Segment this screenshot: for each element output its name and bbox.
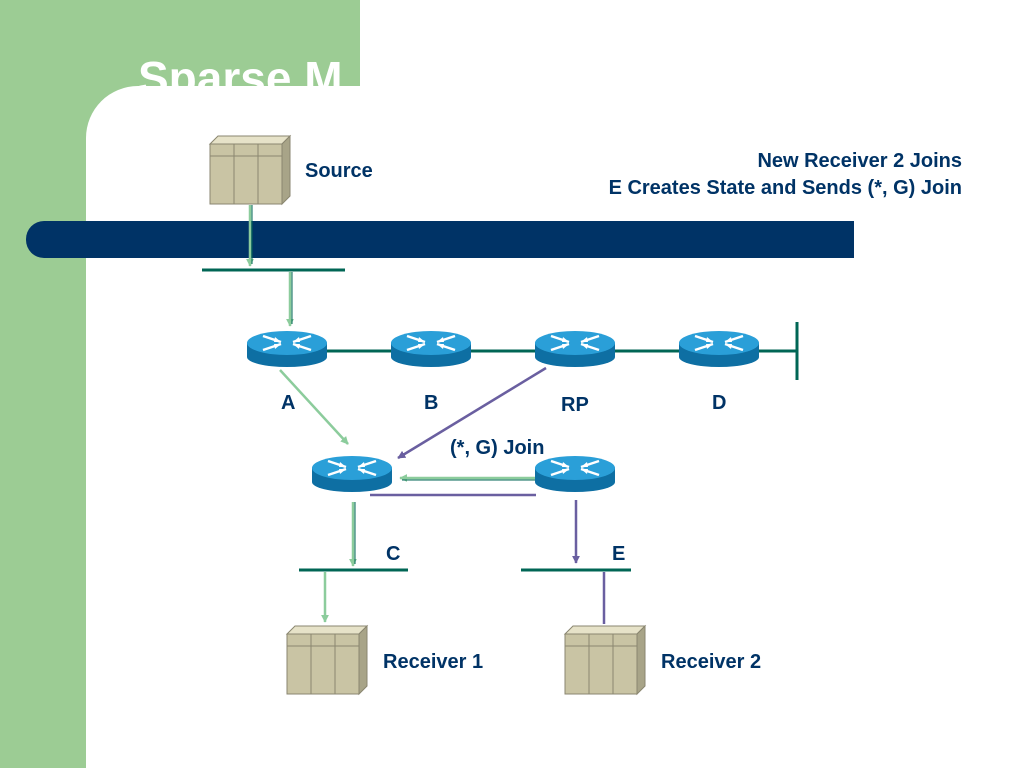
router-rp-label: RP [561, 394, 589, 416]
router-c-icon [310, 454, 394, 494]
slide-headline: New Receiver 2 Joins E Creates State and… [609, 148, 962, 202]
router-d-icon [677, 329, 761, 369]
headline-line-2: E Creates State and Sends (*, G) Join [608, 177, 962, 199]
receiver1-server-icon [286, 625, 368, 695]
router-d-label: D [712, 392, 727, 414]
title-band [26, 221, 854, 258]
router-a-icon [245, 329, 329, 369]
source-label: Source [305, 160, 373, 182]
source-server-icon [209, 135, 291, 205]
headline-line-1: New Receiver 2 Joins [757, 150, 962, 172]
green-left-strip [0, 0, 86, 768]
receiver1-label: Receiver 1 [383, 651, 484, 673]
router-c-label: C [386, 543, 401, 565]
router-b-label: B [424, 392, 439, 414]
router-rp-icon [533, 329, 617, 369]
receiver2-label: Receiver 2 [661, 651, 762, 673]
join-label: (*, G) Join [450, 437, 545, 459]
router-b-icon [389, 329, 473, 369]
network-links [202, 268, 799, 572]
data-flow [246, 205, 536, 623]
router-e-icon [533, 454, 617, 494]
router-e-label: E [612, 543, 626, 565]
router-a-label: A [281, 392, 296, 414]
receiver2-server-icon [564, 625, 646, 695]
join-path [370, 366, 606, 624]
